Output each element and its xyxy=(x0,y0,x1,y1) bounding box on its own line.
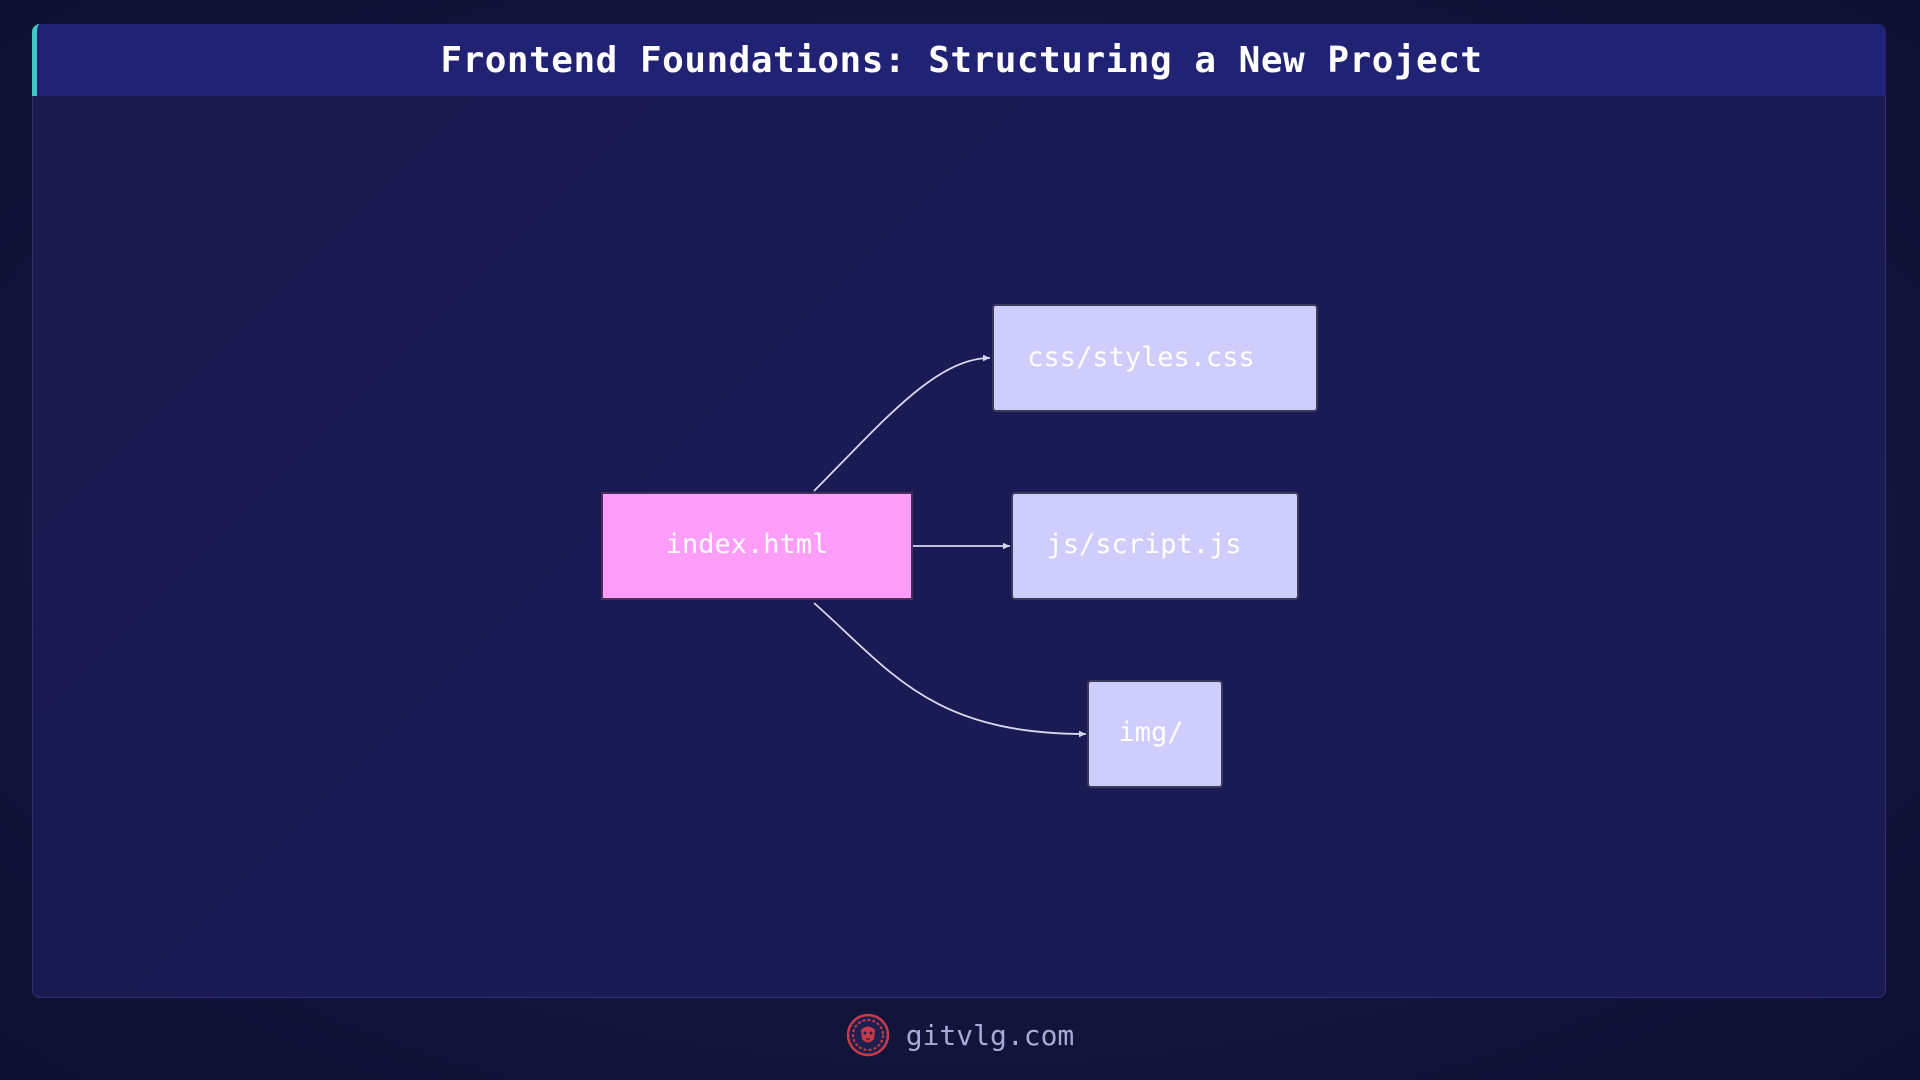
node-js-script: js/script.js xyxy=(1011,492,1299,600)
node-label: img/ xyxy=(1118,717,1183,748)
page-title: Frontend Foundations: Structuring a New … xyxy=(440,39,1483,81)
site-name: gitvlg.com xyxy=(905,1018,1075,1052)
node-label: index.html xyxy=(666,529,829,560)
node-index-html: index.html xyxy=(601,492,913,600)
lion-head-icon xyxy=(846,1013,889,1057)
edge-index-to-img xyxy=(813,602,1087,738)
node-img-folder: img/ xyxy=(1087,680,1223,788)
node-css-styles: css/styles.css xyxy=(992,304,1318,412)
content-panel xyxy=(32,24,1886,998)
footer: gitvlg.com xyxy=(0,1010,1920,1060)
node-label: js/script.js xyxy=(1046,529,1241,560)
edge-index-to-css xyxy=(813,354,991,492)
title-bar: Frontend Foundations: Structuring a New … xyxy=(32,24,1886,96)
node-label: css/styles.css xyxy=(1027,342,1255,373)
